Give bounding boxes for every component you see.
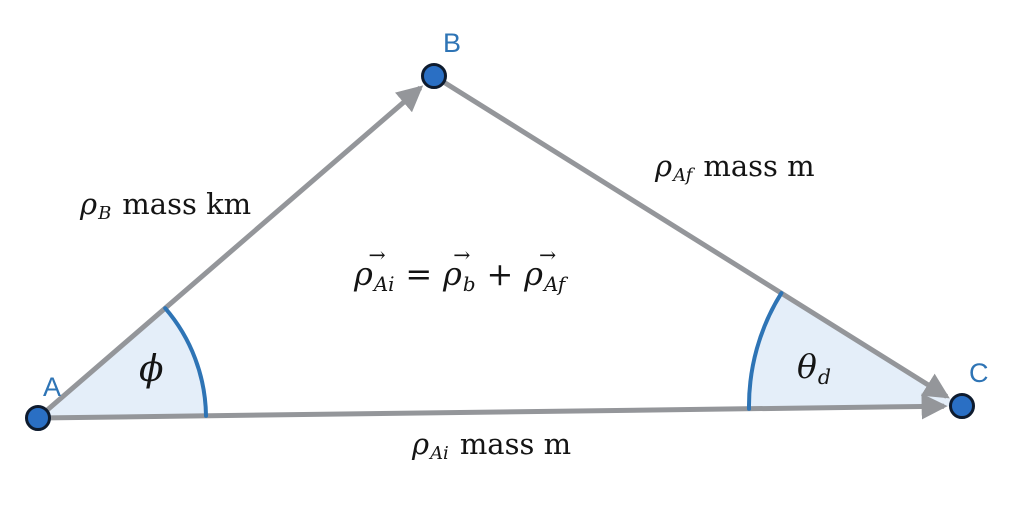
angle-phi-label: ϕ <box>139 352 164 388</box>
angle-theta-arc <box>746 291 784 411</box>
edge-label-rho-ai-sub: Ai <box>430 443 449 465</box>
edge-label-rho-b-unit: mass km <box>122 187 252 221</box>
vector-arrow-icon: → <box>539 243 557 267</box>
vertex-dot-b <box>421 63 447 89</box>
vertex-dot-c <box>949 393 975 419</box>
eq-term1-base: ρ <box>443 255 462 293</box>
edge-label-rho-af: ρAf mass m <box>655 152 815 185</box>
vector-a-to-c <box>37 393 948 421</box>
vector-arrow-icon: → <box>368 243 386 267</box>
angle-theta-label: θd <box>797 350 831 387</box>
edge-label-rho-af-base: ρ <box>655 149 673 183</box>
vertex-dot-a <box>25 405 51 431</box>
edge-label-rho-b-base: ρ <box>80 187 98 221</box>
vector-equation: →ρAi = →ρb + →ρAf <box>354 245 566 296</box>
eq-term2-sub: Af <box>543 272 566 296</box>
eq-lhs-sub: Ai <box>373 272 395 296</box>
vector-b-to-c <box>432 73 950 399</box>
edge-label-rho-b-sub: B <box>98 203 112 225</box>
vertex-label-b: B <box>443 28 462 58</box>
eq-lhs-base: ρ <box>354 255 373 293</box>
theta-symbol: θ <box>797 347 817 386</box>
vertex-label-a: A <box>43 372 62 402</box>
edge-label-rho-ai: ρAi mass m <box>412 430 571 463</box>
edge-label-rho-af-sub: Af <box>673 165 693 187</box>
plus-sign: + <box>486 255 514 293</box>
eq-term2-base: ρ <box>524 255 543 293</box>
edge-label-rho-ai-base: ρ <box>412 427 430 461</box>
vertex-label-c: C <box>969 358 989 388</box>
vec-rho-ai: →ρAi <box>354 245 395 296</box>
equals-sign: = <box>405 255 433 293</box>
eq-term1-sub: b <box>462 272 476 296</box>
angle-phi-wedge <box>38 308 206 418</box>
angle-phi-arc <box>163 306 208 418</box>
vec-rho-af: →ρAf <box>524 245 566 296</box>
vec-rho-b: →ρb <box>443 245 476 296</box>
vector-arrow-icon: → <box>453 243 471 267</box>
edge-label-rho-ai-unit: mass m <box>459 427 572 461</box>
vector-a-to-b <box>36 85 424 420</box>
phi-symbol: ϕ <box>139 349 164 390</box>
edge-label-rho-af-unit: mass m <box>703 149 815 183</box>
angle-theta-wedge <box>748 293 962 409</box>
theta-sub: d <box>817 364 831 389</box>
